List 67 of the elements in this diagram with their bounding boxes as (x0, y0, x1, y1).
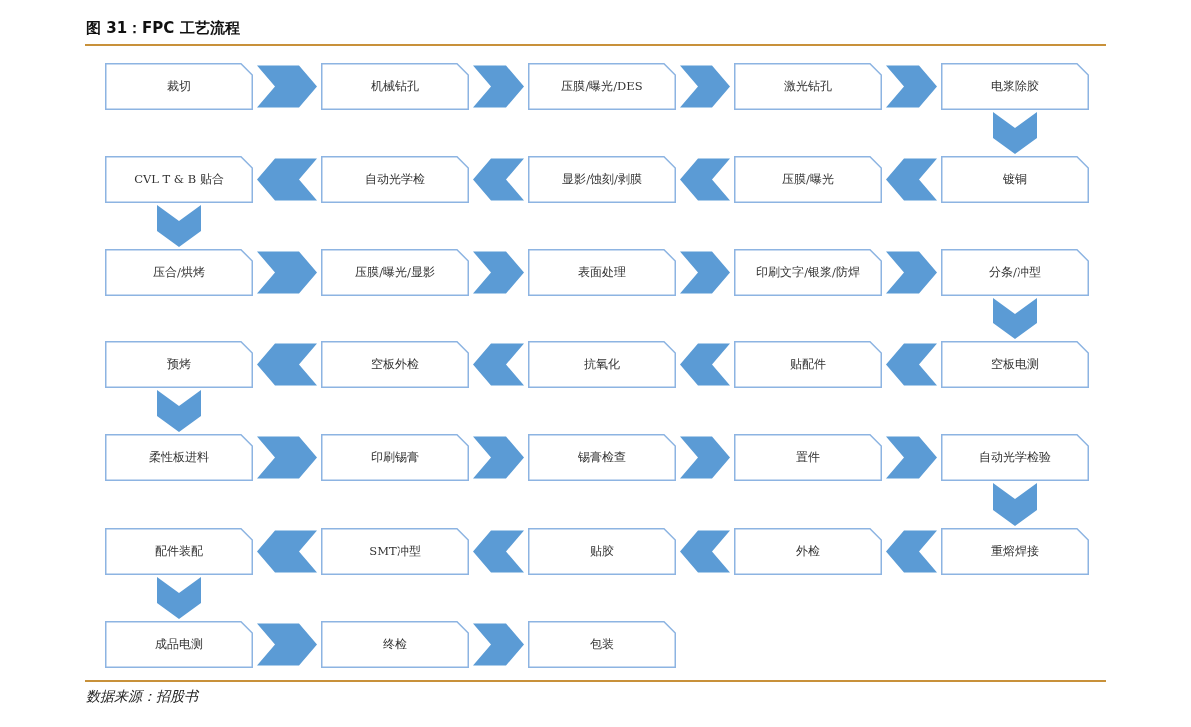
chevron-arrow (680, 65, 730, 108)
process-box: 机械钻孔 (321, 63, 469, 110)
process-box: 分条/冲型 (941, 249, 1089, 296)
chevron-arrow (993, 483, 1037, 526)
chevron-arrow (473, 251, 524, 294)
chevron-arrow (257, 623, 317, 666)
process-box: 配件装配 (105, 528, 253, 575)
process-box: 自动光学检验 (941, 434, 1089, 481)
process-box: 外检 (734, 528, 882, 575)
process-box: 贴胶 (528, 528, 676, 575)
chevron-arrow (886, 65, 937, 108)
chevron-arrow (473, 65, 524, 108)
process-box: 柔性板进料 (105, 434, 253, 481)
chevron-arrow (886, 158, 937, 201)
chevron-arrow (473, 623, 524, 666)
process-box: SMT冲型 (321, 528, 469, 575)
chevron-arrow (886, 436, 937, 479)
process-box: 锡膏检查 (528, 434, 676, 481)
process-box: 包装 (528, 621, 676, 668)
chevron-arrow (257, 530, 317, 573)
process-box: 镀铜 (941, 156, 1089, 203)
chevron-arrow (680, 343, 730, 386)
process-box: 抗氧化 (528, 341, 676, 388)
process-box: 空板外检 (321, 341, 469, 388)
chevron-arrow (257, 65, 317, 108)
process-box: 印刷锡膏 (321, 434, 469, 481)
chevron-arrow (257, 158, 317, 201)
process-box: 压膜/曝光 (734, 156, 882, 203)
process-box: 自动光学检 (321, 156, 469, 203)
process-box: CVL T & B 贴合 (105, 156, 253, 203)
process-box: 激光钻孔 (734, 63, 882, 110)
chevron-arrow (680, 436, 730, 479)
process-box: 空板电测 (941, 341, 1089, 388)
chevron-arrow (257, 251, 317, 294)
process-box: 终检 (321, 621, 469, 668)
process-box: 置件 (734, 434, 882, 481)
process-box: 显影/蚀刻/剥膜 (528, 156, 676, 203)
chevron-arrow (257, 436, 317, 479)
chevron-arrow (157, 205, 201, 247)
chevron-arrow (473, 436, 524, 479)
process-box: 印刷文字/银浆/防焊 (734, 249, 882, 296)
process-box: 贴配件 (734, 341, 882, 388)
chevron-arrow (886, 530, 937, 573)
chevron-arrow (257, 343, 317, 386)
chevron-arrow (886, 251, 937, 294)
source-note: 数据来源：招股书 (86, 688, 198, 706)
chevron-arrow (993, 112, 1037, 154)
process-box: 压合/烘烤 (105, 249, 253, 296)
chevron-arrow (680, 158, 730, 201)
chevron-arrow (680, 251, 730, 294)
chevron-arrow (157, 390, 201, 432)
chevron-arrow (680, 530, 730, 573)
process-box: 压膜/曝光/DES (528, 63, 676, 110)
process-box: 压膜/曝光/显影 (321, 249, 469, 296)
chevron-arrow (993, 298, 1037, 339)
chevron-arrow (473, 158, 524, 201)
process-box: 重熔焊接 (941, 528, 1089, 575)
process-box: 成品电测 (105, 621, 253, 668)
process-box: 预烤 (105, 341, 253, 388)
process-box: 电浆除胶 (941, 63, 1089, 110)
chevron-arrow (157, 577, 201, 619)
process-box: 裁切 (105, 63, 253, 110)
process-box: 表面处理 (528, 249, 676, 296)
chevron-arrow (473, 343, 524, 386)
chevron-arrow (886, 343, 937, 386)
chevron-arrow (473, 530, 524, 573)
figure-title: 图 31：FPC 工艺流程 (86, 19, 240, 38)
